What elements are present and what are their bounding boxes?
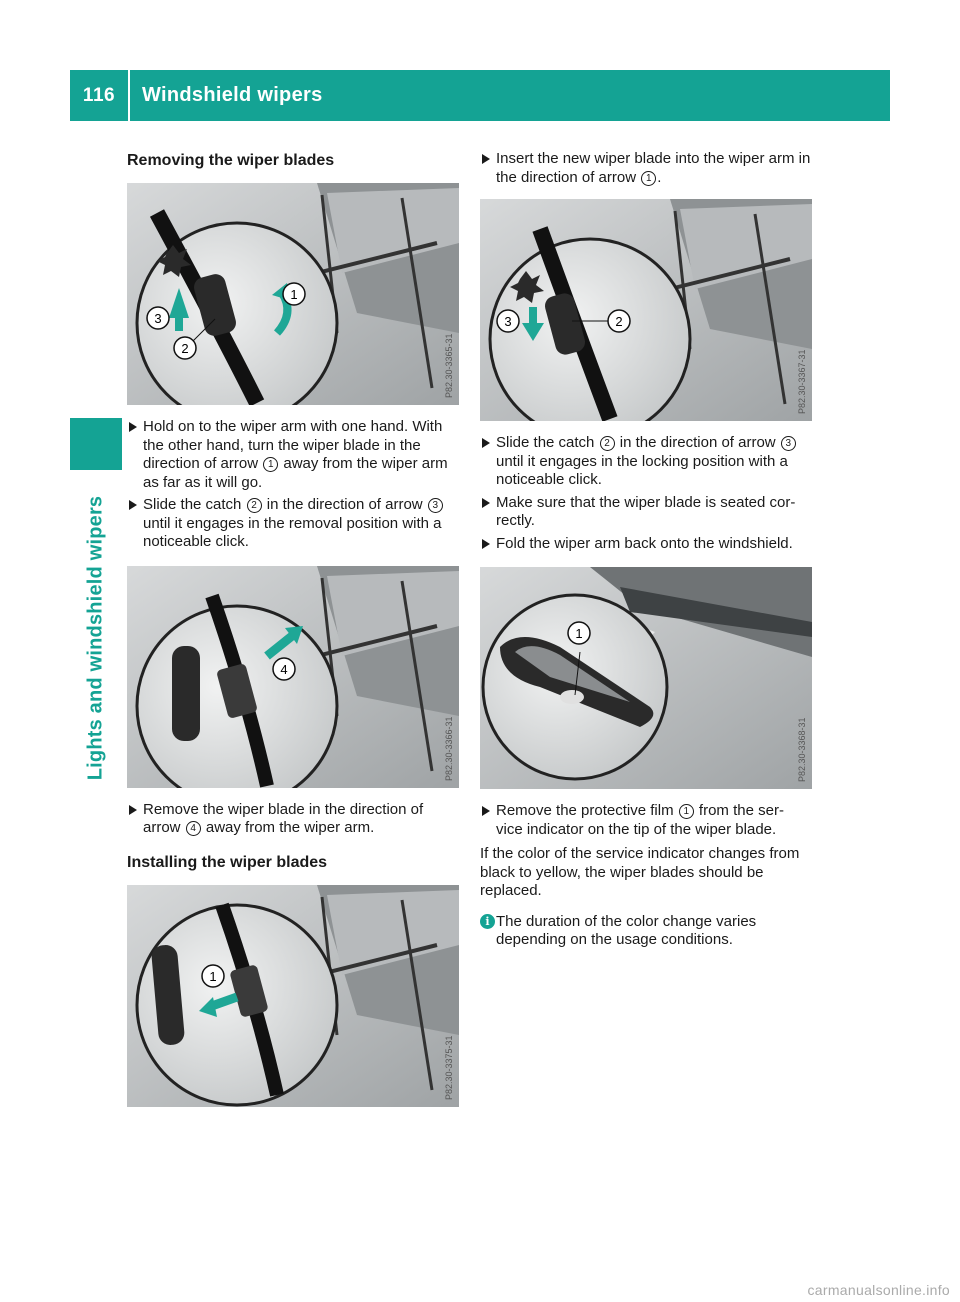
- callout-1: 1: [282, 282, 306, 306]
- figure-remove-slide: 4 P82.30-3366-31: [127, 565, 459, 788]
- figure-code: P82.30-3367-31: [797, 349, 807, 414]
- figure-code: P82.30-3375-31: [444, 1035, 454, 1100]
- step-remove-slide-catch: Slide the catch 2 in the direction of ar…: [127, 496, 460, 552]
- svg-text:1: 1: [290, 287, 297, 302]
- right-column: Insert the new wiper blade into the wipe…: [480, 150, 813, 950]
- svg-text:3: 3: [154, 311, 161, 326]
- svg-text:2: 2: [615, 314, 622, 329]
- step-install-insert: Insert the new wiper blade into the wipe…: [480, 150, 813, 187]
- step-remove-blade: Remove the wiper blade in the direction …: [127, 801, 460, 838]
- svg-text:2: 2: [181, 341, 188, 356]
- svg-text:4: 4: [280, 662, 287, 677]
- callout-3: 3: [496, 309, 520, 333]
- svg-text:1: 1: [575, 626, 582, 641]
- callout-4: 4: [272, 656, 296, 681]
- info-icon: i: [480, 913, 495, 929]
- page-header: 116 Windshield wipers: [70, 70, 890, 121]
- svg-text:1: 1: [209, 969, 216, 984]
- callout-1: 1: [567, 621, 591, 645]
- svg-text:3: 3: [504, 314, 511, 329]
- side-tab-marker: [70, 418, 122, 470]
- figure-service-indicator: 1 P82.30-3368-31: [480, 567, 812, 789]
- callout-3: 3: [146, 306, 170, 330]
- side-tab: Lights and windshield wipers: [70, 478, 122, 798]
- section-title: Windshield wipers: [142, 84, 323, 106]
- page-number: 116: [82, 84, 116, 106]
- paragraph-service-indicator: If the color of the service indicator ch…: [480, 845, 800, 899]
- step-fold-arm: Fold the wiper arm back onto the windshi…: [480, 535, 813, 554]
- header-divider: [128, 70, 130, 121]
- watermark: carmanualsonline.info: [807, 1282, 950, 1298]
- side-tab-label: Lights and windshield wipers: [84, 495, 107, 781]
- figure-code: P82.30-3368-31: [797, 717, 807, 782]
- figure-install: 1 P82.30-3375-31: [127, 884, 459, 1107]
- figure-remove-turn: 1 3 2 P82.30-3365-31: [127, 183, 459, 405]
- callout-2: 2: [173, 318, 216, 360]
- step-remove-film: Remove the protective film 1 from the se…: [480, 802, 813, 839]
- step-remove-turn: Hold on to the wiper arm with one hand. …: [127, 418, 460, 492]
- info-note: i The duration of the color change varie…: [480, 913, 813, 950]
- callout-2: 2: [572, 309, 631, 333]
- figure-code: P82.30-3366-31: [444, 716, 454, 781]
- removing-heading: Removing the wiper blades: [127, 152, 335, 169]
- step-check-seated: Make sure that the wiper blade is seated…: [480, 494, 813, 531]
- step-install-slide-catch: Slide the catch 2 in the direction of ar…: [480, 434, 813, 490]
- installing-heading: Installing the wiper blades: [127, 853, 328, 871]
- figure-code: P82.30-3365-31: [444, 333, 454, 398]
- callout-1: 1: [201, 963, 225, 988]
- left-column: Removing the wiper blades 1 3: [127, 150, 460, 1107]
- figure-install-slide: 3 2 P82.30-3367-31: [480, 199, 812, 421]
